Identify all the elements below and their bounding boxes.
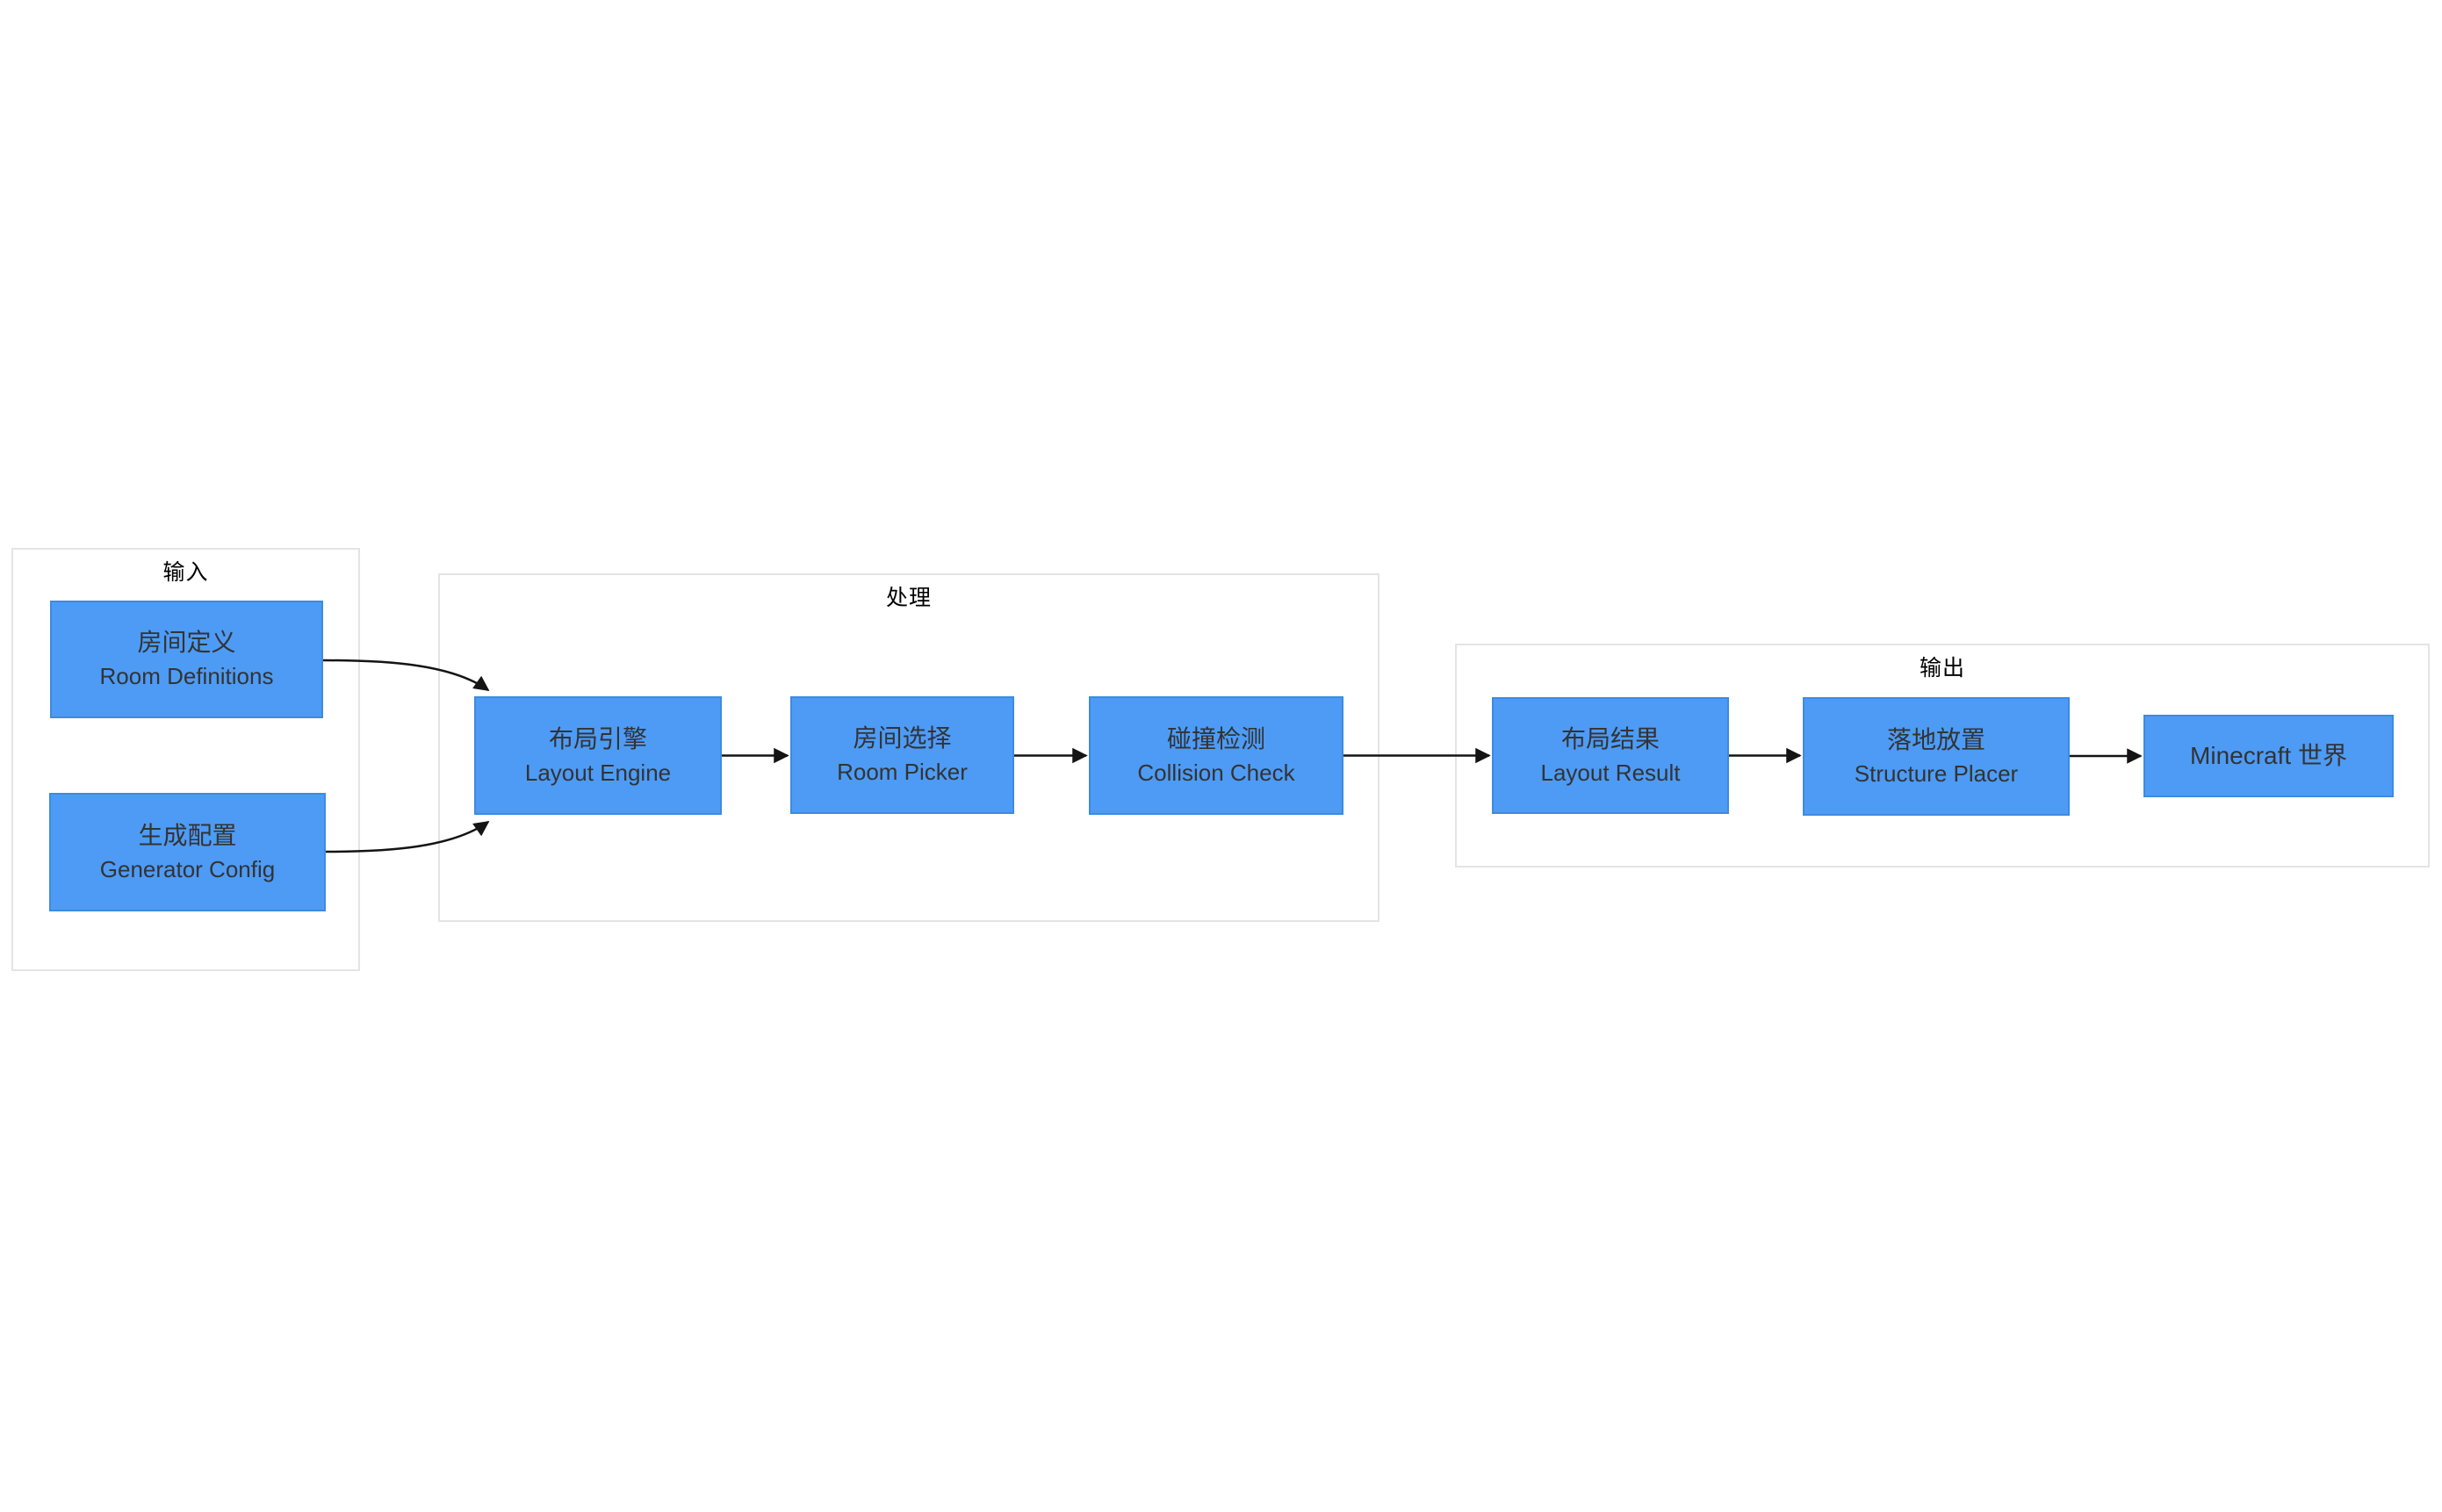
node-room-picker-label-en: Room Picker [837, 759, 968, 785]
node-structure-placer-label-zh: 落地放置 [1886, 725, 1985, 753]
node-collision-check-label-zh: 碰撞检测 [1166, 724, 1265, 752]
node-structure-placer: 落地放置 Structure Placer [1803, 697, 2070, 816]
node-collision-check-label-en: Collision Check [1137, 759, 1295, 786]
node-generator-config-label-en: Generator Config [99, 855, 276, 882]
group-input: 输入 [11, 548, 360, 971]
node-minecraft-world: Minecraft 世界 [2143, 715, 2394, 797]
node-layout-result: 布局结果 Layout Result [1492, 697, 1729, 814]
node-room-picker-label-zh: 房间选择 [853, 724, 952, 752]
node-layout-engine: 布局引擎 Layout Engine [474, 696, 722, 815]
node-collision-check: 碰撞检测 Collision Check [1089, 696, 1343, 815]
node-room-definitions-label-en: Room Definitions [99, 663, 274, 689]
node-room-picker: 房间选择 Room Picker [790, 696, 1014, 814]
node-layout-result-label-zh: 布局结果 [1560, 724, 1660, 752]
node-room-definitions: 房间定义 Room Definitions [50, 601, 323, 718]
group-process: 处理 [438, 573, 1379, 922]
node-layout-engine-label-zh: 布局引擎 [548, 724, 647, 752]
node-generator-config: 生成配置 Generator Config [49, 793, 326, 911]
group-input-label: 输入 [162, 560, 209, 585]
node-layout-result-label-en: Layout Result [1540, 759, 1681, 786]
node-structure-placer-label-en: Structure Placer [1854, 760, 2019, 787]
group-output-label: 输出 [1919, 656, 1965, 680]
node-generator-config-label-zh: 生成配置 [138, 821, 237, 849]
node-layout-engine-label-en: Layout Engine [524, 759, 672, 786]
node-room-definitions-label-zh: 房间定义 [137, 629, 236, 656]
node-minecraft-world-label: Minecraft 世界 [2190, 742, 2347, 769]
group-process-label: 处理 [885, 586, 932, 610]
